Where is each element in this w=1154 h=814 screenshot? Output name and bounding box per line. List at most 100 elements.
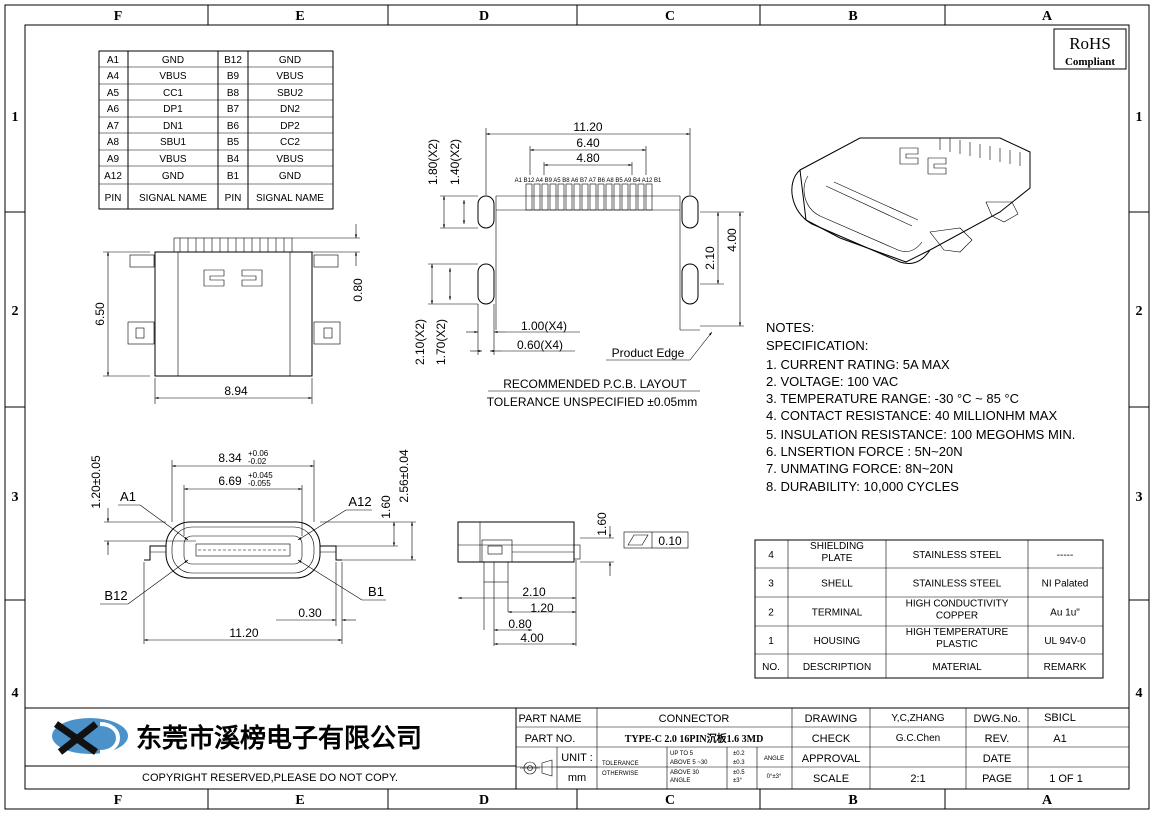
dim-front-669-tol-dn: -0.055: [248, 479, 271, 488]
front-label-a1: A1: [120, 489, 136, 504]
pin-table-cell: CC1: [163, 88, 183, 99]
material-table-cell: NI Palated: [1042, 579, 1089, 590]
scale-label: SCALE: [813, 773, 849, 785]
material-table-cell: TERMINAL: [812, 608, 863, 619]
side-flatness-value: 0.10: [658, 534, 682, 548]
date-label: DATE: [983, 753, 1012, 765]
scale-value: 2:1: [910, 773, 925, 785]
dim-top-080: 0.80: [351, 278, 365, 302]
note-item: 5. INSULATION RESISTANCE: 100 MEGOHMS MI…: [766, 427, 1075, 442]
dim-pcb-100x4: 1.00(X4): [521, 319, 567, 333]
part-name-label: PART NAME: [519, 713, 582, 725]
part-name-value: CONNECTOR: [659, 713, 730, 725]
dwg-no-label: DWG.No.: [973, 713, 1020, 725]
rev-value: A1: [1053, 733, 1066, 745]
pin-table-cell: B6: [227, 121, 240, 132]
pin-table-cell: DN2: [280, 104, 300, 115]
material-header-no: NO.: [762, 662, 780, 673]
dim-side-160: 1.60: [595, 512, 609, 536]
projection-symbol-icon: [520, 759, 553, 777]
pin-table-cell: GND: [162, 171, 184, 182]
col-label-a-bottom: A: [1042, 793, 1053, 808]
border-row-labels: 1 2 3 4 1 2 3 4: [12, 110, 1143, 701]
dim-front-834: 8.34: [218, 451, 242, 465]
tol-angle-label: ANGLE: [670, 778, 690, 784]
material-header-material: MATERIAL: [932, 662, 982, 673]
note-item: 1. CURRENT RATING: 5A MAX: [766, 357, 950, 372]
pcb-pads: [525, 183, 653, 211]
col-label-d-bottom: D: [479, 793, 489, 808]
pin-table-cell: CC2: [280, 137, 300, 148]
dwg-no-value: SBICL: [1044, 712, 1076, 724]
dim-side-080: 0.80: [508, 617, 532, 631]
pin-table-header-pin-b: PIN: [225, 193, 242, 204]
pin-table-cell: DP2: [280, 121, 300, 132]
pin-table-header-signal: SIGNAL NAME: [139, 193, 207, 204]
col-label-e-bottom: E: [295, 793, 304, 808]
col-label-a: A: [1042, 9, 1053, 24]
pin-table-cell: B9: [227, 71, 240, 82]
front-view: 8.34 +0.06 -0.02 6.69 +0.045 -0.055 1.20…: [89, 449, 416, 644]
pin-table-cell: B12: [224, 55, 242, 66]
pin-table-cell: A1: [107, 55, 120, 66]
material-table-cell: UL 94V-0: [1044, 636, 1086, 647]
pcb-pin-labels: A1 B12 A4 B9 A5 B8 A6 B7 A7 B6 A8 B5 A9 …: [515, 178, 662, 184]
pin-table-cell: A6: [107, 104, 120, 115]
dim-side-120: 1.20: [530, 601, 554, 615]
col-label-b-bottom: B: [848, 793, 857, 808]
dim-front-834-tol-dn: -0.02: [248, 457, 267, 466]
dim-front-160: 1.60: [379, 495, 393, 519]
material-header-description: DESCRIPTION: [803, 662, 871, 673]
dim-front-1120: 11.20: [229, 626, 258, 640]
pin-table-cell: B5: [227, 137, 240, 148]
border-column-labels-top: F E D C B A: [114, 9, 1053, 24]
otherwise-label: OTHERWISE: [602, 771, 638, 777]
dim-front-669-tol-up: +0.045: [248, 471, 273, 480]
angle-value: 0°±3°: [767, 774, 782, 780]
unit-label: UNIT :: [561, 752, 593, 764]
tol-up5-label: UP TO 5: [670, 751, 694, 757]
top-view-body: [154, 251, 313, 377]
row-label-4-right: 4: [1136, 686, 1143, 701]
dim-pcb-1120: 11.20: [573, 120, 602, 134]
row-label-3: 3: [12, 490, 19, 505]
dim-front-120: 1.20±0.05: [89, 455, 103, 509]
pin-table-header-signal-b: SIGNAL NAME: [256, 193, 324, 204]
dim-pcb-140x2: 1.40(X2): [448, 139, 462, 185]
note-item: 6. LNSERTION FORCE : 5N~20N: [766, 444, 963, 459]
dim-pcb-170x2: 1.70(X2): [434, 319, 448, 365]
note-item: 4. CONTACT RESISTANCE: 40 MILLIONHM MAX: [766, 408, 1057, 423]
pin-table-cell: A7: [107, 121, 120, 132]
row-label-1: 1: [12, 110, 19, 125]
rev-label: REV.: [985, 733, 1010, 745]
title-block: 东莞市溪榜电子有限公司 COPYRIGHT RESERVED,PLEASE DO…: [24, 707, 1130, 790]
rohs-stamp: RoHS Compliant: [1053, 28, 1127, 70]
pin-table-cell: VBUS: [159, 154, 187, 165]
row-label-3-right: 3: [1136, 490, 1143, 505]
col-label-f: F: [114, 9, 123, 24]
pin-table-cell: B8: [227, 88, 240, 99]
pin-table-cell: B1: [227, 171, 240, 182]
part-no-value: TYPE-C 2.0 16PIN沉板1.6 3MD: [625, 732, 764, 745]
front-label-b12: B12: [104, 588, 127, 603]
company-name: 东莞市溪榜电子有限公司: [136, 723, 422, 754]
border-column-labels-bottom: F E D C B A: [114, 793, 1053, 808]
tol-up5-value: ±0.2: [733, 751, 745, 757]
notes-block: NOTES: SPECIFICATION: 1. CURRENT RATING:…: [766, 320, 1075, 494]
pin-table-cell: DP1: [163, 104, 183, 115]
tol-30-label: ABOVE 30: [670, 770, 700, 776]
pin-table-cell: B4: [227, 154, 240, 165]
company-logo: [52, 718, 128, 755]
note-item: 8. DURABILITY: 10,000 CYCLES: [766, 479, 959, 494]
material-table-cell: 4: [768, 550, 774, 561]
pin-table-cell: B7: [227, 104, 240, 115]
dim-front-030: 0.30: [298, 606, 322, 620]
front-label-a12: A12: [348, 494, 371, 509]
row-label-4: 4: [12, 686, 19, 701]
col-label-e: E: [295, 9, 304, 24]
note-item: 7. UNMATING FORCE: 8N~20N: [766, 461, 953, 476]
row-label-2-right: 2: [1136, 304, 1143, 319]
